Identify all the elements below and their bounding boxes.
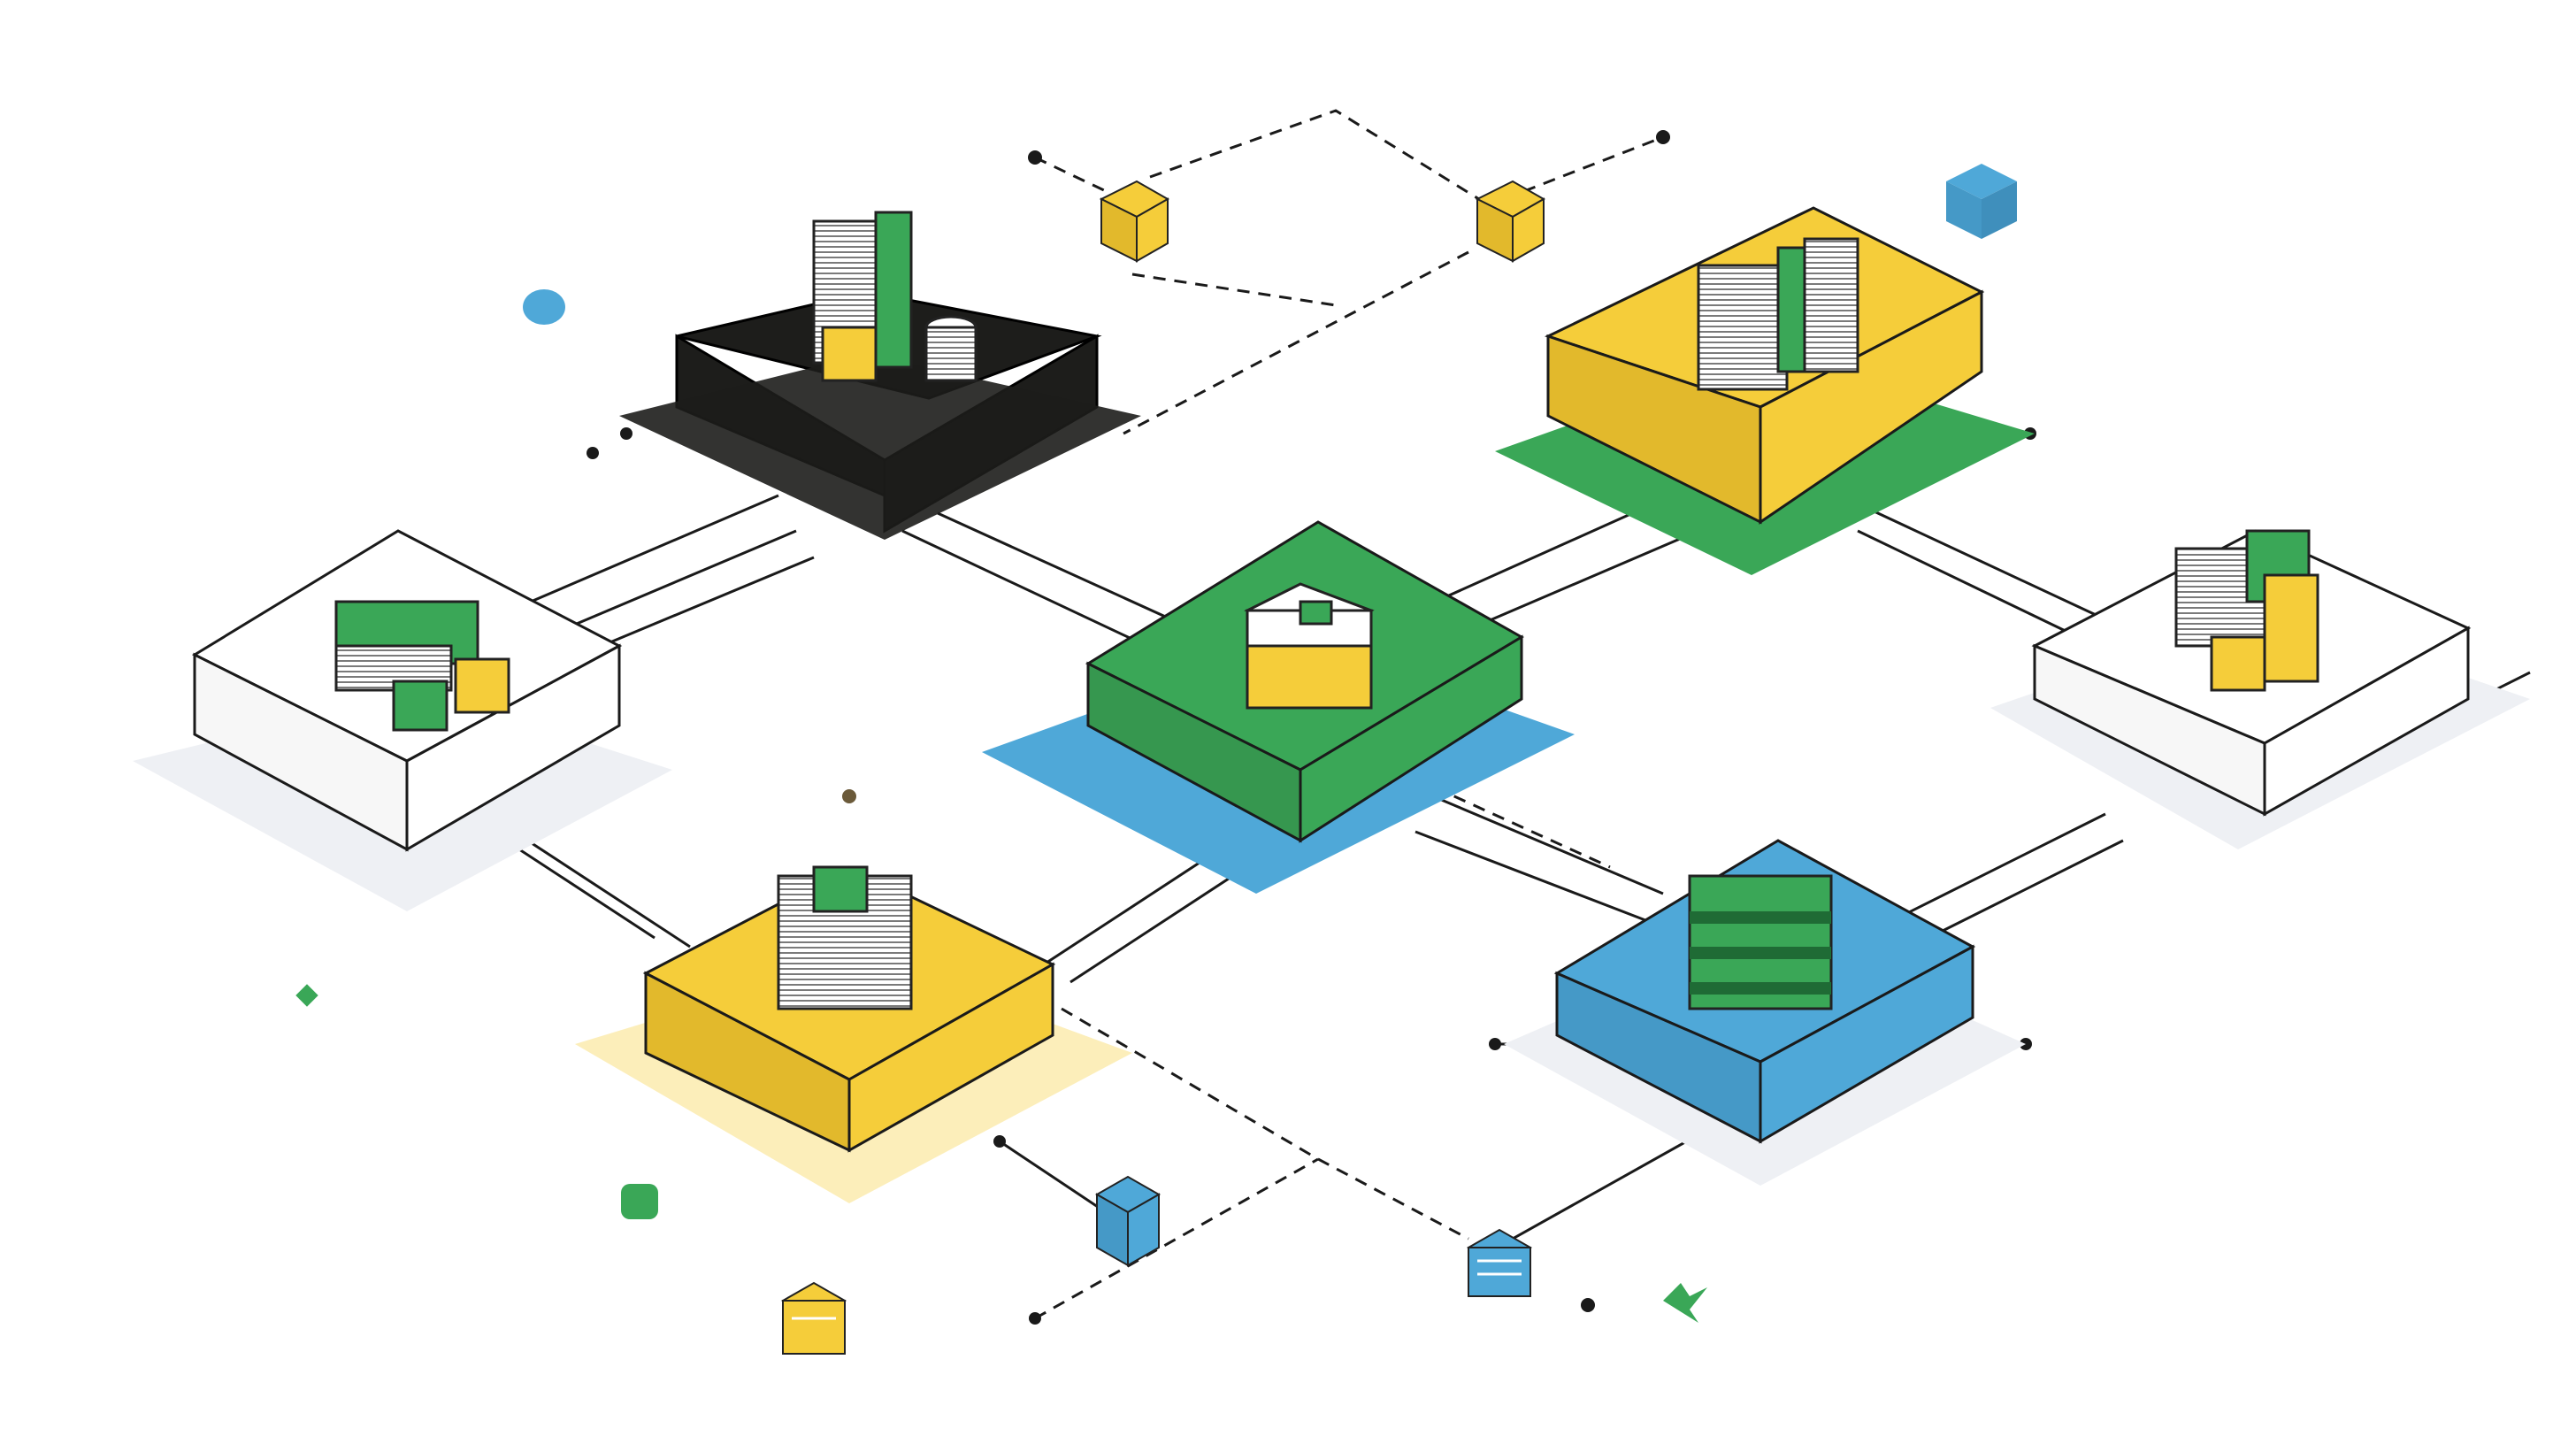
black-platform xyxy=(619,211,1141,540)
cash-stack-with-coins-icon-right xyxy=(2174,529,2319,692)
yellow-cube-1 xyxy=(1099,180,1170,263)
white-platform-left xyxy=(133,529,672,911)
decorative-specks xyxy=(295,289,1707,1323)
yellow-data-cube xyxy=(780,1281,847,1355)
green-platform-center xyxy=(982,520,1575,894)
yellow-platform-bottom-left xyxy=(575,865,1132,1203)
yellow-platform-top-right xyxy=(1495,206,2035,575)
blue-cube-top xyxy=(1946,164,2017,239)
yellow-cube-2 xyxy=(1475,180,1546,263)
cash-stack-with-coins-icon xyxy=(812,211,978,382)
blue-data-cube xyxy=(1466,1228,1533,1297)
connector-dots xyxy=(586,130,2036,1325)
cash-box-icon xyxy=(1244,582,1375,710)
blue-cube-bottom xyxy=(1094,1175,1162,1267)
cash-stack-icon-bottom xyxy=(777,865,913,1010)
blue-platform-bottom-right xyxy=(1504,839,2026,1186)
dashed-connectors xyxy=(1034,109,1664,1320)
cash-stack-icon xyxy=(1697,237,1859,391)
white-platform-right xyxy=(1990,529,2530,849)
green-cash-stack-icon xyxy=(1688,874,1833,1010)
cash-and-coins-icon xyxy=(334,600,510,732)
